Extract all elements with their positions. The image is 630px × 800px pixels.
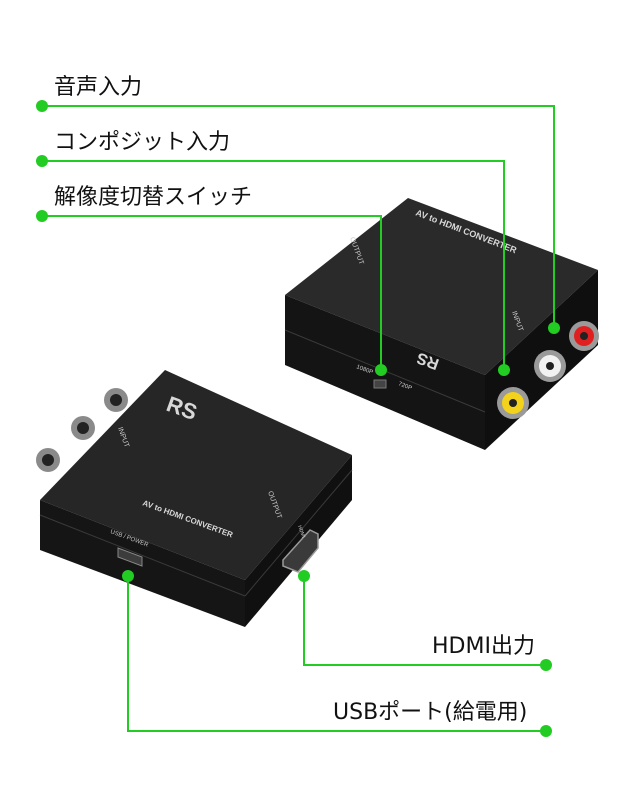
res-1080-label: 1080P xyxy=(355,364,373,376)
callout-audio-input: 音声入力 xyxy=(54,75,143,100)
hdmi-port-label: HDMI xyxy=(296,525,306,539)
dot-switch-end xyxy=(375,364,387,376)
rca-jack-white xyxy=(534,350,566,382)
callout-resolution-switch: 解像度切替スイッチ xyxy=(54,185,253,210)
leader-line-hdmi xyxy=(303,576,546,666)
leader-line-composite xyxy=(42,160,505,368)
res-720-label: 720P xyxy=(397,381,412,392)
rca-jack-yellow xyxy=(497,387,529,419)
callout-composite-input: コンポジット入力 xyxy=(54,130,231,155)
leader-lines xyxy=(42,105,555,732)
dot-composite-end xyxy=(498,364,510,376)
leader-dots xyxy=(36,100,560,737)
dot-audio-end xyxy=(548,322,560,334)
leader-line-usb xyxy=(127,576,546,732)
dot-hdmi-start xyxy=(298,570,310,582)
callout-hdmi-output: HDMI出力 xyxy=(432,634,535,659)
back-device-logo: RS xyxy=(414,349,441,373)
leader-line-audio xyxy=(42,105,555,326)
front-converter-device: RS INPUT OUTPUT AV to HDMI CONVERTER USB… xyxy=(36,370,353,627)
rca-jack-red xyxy=(569,321,599,351)
front-device-end xyxy=(245,455,352,627)
dot-usb-end xyxy=(540,725,552,737)
callout-usb-port: USBポート(給電用) xyxy=(333,700,528,725)
back-device-top xyxy=(285,198,598,375)
dot-switch-start xyxy=(36,210,48,222)
dot-audio-start xyxy=(36,100,48,112)
dot-hdmi-end xyxy=(540,659,552,671)
back-converter-device: AV to HDMI CONVERTER OUTPUT INPUT RS 108… xyxy=(284,198,599,450)
dot-usb-start xyxy=(122,570,134,582)
hdmi-port xyxy=(282,529,319,573)
front-device-top xyxy=(40,370,352,580)
leader-line-switch xyxy=(42,215,382,368)
resolution-switch xyxy=(373,379,387,389)
usb-port xyxy=(117,547,143,567)
dot-composite-start xyxy=(36,155,48,167)
